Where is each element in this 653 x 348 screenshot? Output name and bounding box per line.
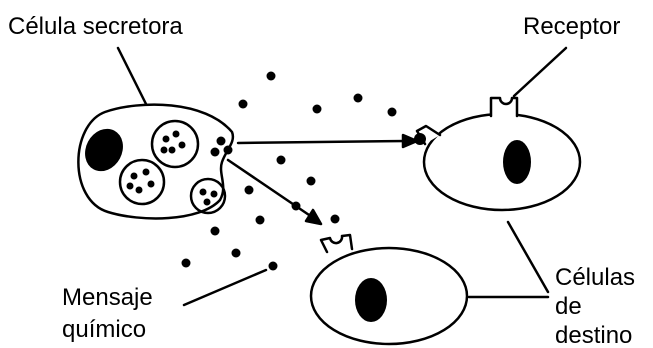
target-cell-right-nucleus	[503, 140, 531, 184]
target-cell-right	[424, 114, 580, 210]
target-cell-bottom	[311, 248, 467, 344]
arrow-to-right-target-cell	[238, 141, 407, 143]
arrow-head-bottom	[306, 210, 321, 224]
receptor-bottom	[321, 235, 352, 252]
chemical-message-label-line1: Mensaje	[62, 284, 153, 311]
target-cells-leader-upper	[508, 222, 548, 292]
chemical-message-leader-line	[184, 270, 266, 305]
target-cells-label-line2: de	[555, 293, 582, 320]
secretory-cell-leader-line	[118, 48, 150, 112]
target-cells-label-line1: Células	[555, 264, 635, 291]
receptor-top	[491, 98, 517, 116]
receptor-label: Receptor	[523, 13, 620, 40]
receptor-leader-line	[514, 48, 566, 96]
chemical-message-label-line2: químico	[62, 316, 146, 343]
target-cells-label-line3: destino	[555, 322, 632, 348]
secretory-cell-label: Célula secretora	[8, 13, 183, 40]
bound-chemical-dot	[414, 133, 426, 145]
target-cell-bottom-nucleus	[355, 278, 387, 322]
